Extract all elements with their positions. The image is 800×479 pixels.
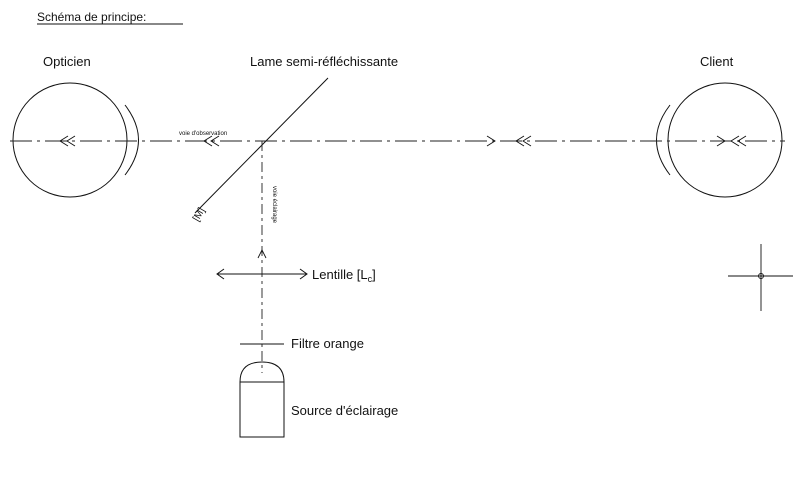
lighting-arrow-head [257,248,267,259]
lens-label-sub: c [368,274,373,284]
arrow-head [730,135,740,147]
lighting-path-label: voie éclairage [271,186,277,224]
optician-eye [12,82,139,198]
lens-right-head [299,268,308,280]
light-source-housing [239,361,285,438]
arrow-head [515,135,525,147]
source-label: Source d'éclairage [291,403,398,418]
optician-eyeball [12,82,128,198]
semi-reflective-plate [194,77,329,214]
client-eye [656,82,783,198]
arrow-head [203,135,213,147]
mirror-id-label: [M] [191,206,208,224]
arrow-head [486,135,496,147]
arrow-head [716,135,726,147]
client-label: Client [700,54,734,69]
diagram-title: Schéma de principe: [37,10,146,24]
arrow-head [210,135,220,147]
filter-label: Filtre orange [291,336,364,351]
axis-arrow-heads [59,135,747,147]
light-source [239,361,285,438]
mirror-label: Lame semi-réfléchissante [250,54,398,69]
optician-label: Opticien [43,54,91,69]
lens-left-head [216,268,225,280]
arrow-head [522,135,532,147]
lens-label-close: ] [372,267,376,282]
crosshair-center [758,273,764,279]
observation-path-label: voie d'observation [179,131,227,137]
client-cornea [656,104,671,176]
arrow-head [59,135,69,147]
optician-cornea [124,104,139,176]
lens [216,268,308,280]
arrow-head [66,135,76,147]
lens-label: Lentille [Lc] [312,267,376,284]
arrow-head [737,135,747,147]
lens-label-main: Lentille [L [312,267,368,282]
crosshair-symbol [728,244,793,311]
client-eyeball [667,82,783,198]
